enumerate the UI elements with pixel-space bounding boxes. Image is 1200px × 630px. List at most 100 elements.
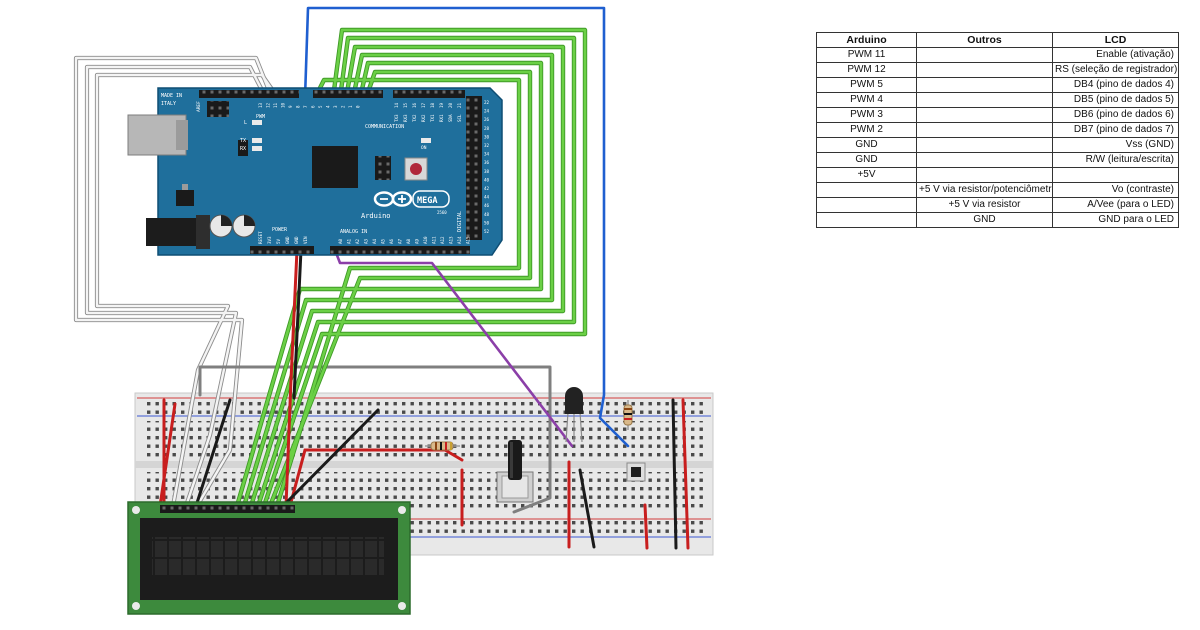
- cell-lcd: GND para o LED: [1052, 212, 1179, 228]
- cell-arduino: PWM 2: [816, 122, 917, 138]
- cell-arduino: [816, 212, 917, 228]
- wire-white-1: [74, 56, 274, 508]
- microcontroller-chip: [312, 146, 358, 188]
- digital-pin-label: 48: [484, 212, 490, 217]
- analog-pin-label: A10: [423, 236, 428, 244]
- pin-number-label: 13: [258, 102, 263, 108]
- voltage-regulator: [176, 190, 194, 206]
- lcd-screen: [152, 537, 384, 577]
- wire-black-arduino: [292, 248, 303, 400]
- wire-white-2: [85, 65, 268, 508]
- cell-lcd: DB6 (pino de dados 6): [1052, 107, 1179, 123]
- wire-gray-pot: [198, 365, 552, 514]
- header-communication: [393, 90, 465, 98]
- wire-red-button: [643, 503, 649, 550]
- comm-pin-number-label: 19: [439, 102, 444, 108]
- circuit-diagram: MADE IN ITALY PWM L TX RX ON COMMUNICATI…: [73, 6, 714, 615]
- comm-pin-name-label: SDA: [448, 114, 453, 122]
- cell-lcd: DB5 (pino de dados 5): [1052, 92, 1179, 108]
- analog-pin-label: A3: [364, 238, 369, 244]
- header-outros: Outros: [916, 32, 1053, 48]
- model-label: MEGA: [417, 196, 437, 206]
- cell-arduino: PWM 11: [816, 47, 917, 63]
- header-analog: [330, 246, 470, 254]
- pin-number-label: 1: [348, 105, 353, 108]
- digital-pin-label: 22: [484, 100, 490, 105]
- analog-in-label: ANALOG IN: [340, 229, 367, 235]
- pwm-label: PWM: [256, 114, 265, 120]
- analog-pin-label: A0: [338, 238, 343, 244]
- pin-number-label: 12: [266, 102, 271, 108]
- digital-pin-label: 24: [484, 109, 490, 114]
- cell-lcd: RS (seleção de registrador): [1052, 62, 1179, 78]
- transistor-icon: [565, 387, 583, 443]
- tx-label: TX: [240, 138, 246, 144]
- cell-outros: [916, 92, 1053, 108]
- power-pin-label: 5V: [276, 238, 281, 244]
- mega-badge: [412, 190, 450, 208]
- wire-black-transistor: [578, 468, 596, 549]
- analog-pin-label: A2: [355, 238, 360, 244]
- l-label: L: [244, 120, 247, 126]
- wire-black-lcd-1: [194, 398, 232, 508]
- digital-pin-label: 50: [484, 220, 490, 225]
- digital-pin-label: 40: [484, 177, 490, 182]
- cell-lcd: Enable (ativação): [1052, 47, 1179, 63]
- comm-pin-number-label: 21: [457, 102, 462, 108]
- header-lcd: LCD: [1052, 32, 1179, 48]
- wire-green-3: [249, 45, 565, 508]
- cell-arduino: PWM 3: [816, 107, 917, 123]
- comm-pin-number-label: 20: [448, 102, 453, 108]
- icsp-header-2: [375, 156, 391, 180]
- country-label: ITALY: [161, 101, 176, 107]
- cell-outros: [916, 137, 1053, 153]
- digital-pin-label: 26: [484, 117, 490, 122]
- digital-pin-label: 44: [484, 195, 490, 200]
- digital-pin-label: 28: [484, 126, 490, 131]
- power-pin-label: 3V3: [267, 236, 272, 244]
- pin-number-label: 10: [281, 102, 286, 108]
- pin-number-label: 7: [303, 105, 308, 108]
- lcd-display: [127, 501, 411, 615]
- pin-number-label: 11: [273, 102, 278, 108]
- wires: [73, 6, 690, 550]
- digital-pin-label: 32: [484, 143, 490, 148]
- table-header-row: Arduino Outros LCD: [816, 32, 1179, 48]
- potentiometer-icon: [496, 440, 534, 503]
- icsp-header-1: [207, 101, 229, 117]
- table-row: +5V: [816, 167, 1179, 183]
- wire-blue: [303, 6, 630, 448]
- wire-green-2: [256, 36, 576, 508]
- rx-label: RX: [240, 146, 246, 152]
- digital-pin-label: 34: [484, 152, 490, 157]
- power-label: POWER: [272, 227, 288, 233]
- pin-number-label: 6: [311, 105, 316, 108]
- pushbutton-icon: [626, 462, 646, 482]
- cell-outros: +5 V via resistor: [916, 197, 1053, 213]
- cell-lcd: DB4 (pino de dados 4): [1052, 77, 1179, 93]
- comm-pin-name-label: RX3: [403, 114, 408, 122]
- wire-green-6: [268, 70, 532, 508]
- comm-pin-name-label: TX2: [412, 114, 417, 122]
- power-pin-label: RESET: [258, 231, 263, 244]
- comm-pin-name-label: RX1: [439, 114, 444, 122]
- table-row: PWM 3 DB6 (pino de dados 6): [816, 107, 1179, 123]
- analog-pin-label: A5: [381, 238, 386, 244]
- pin-number-label: 2: [341, 105, 346, 108]
- year-label: 2560: [437, 210, 447, 215]
- comm-pin-number-label: 14: [394, 102, 399, 108]
- resistor-icon: [425, 441, 460, 451]
- on-label: ON: [421, 145, 427, 151]
- cell-arduino: [816, 182, 917, 198]
- pin-number-label: 3: [333, 105, 338, 108]
- cell-outros: +5 V via resistor/potenciômetro: [916, 182, 1053, 198]
- analog-pin-label: A1: [347, 238, 352, 244]
